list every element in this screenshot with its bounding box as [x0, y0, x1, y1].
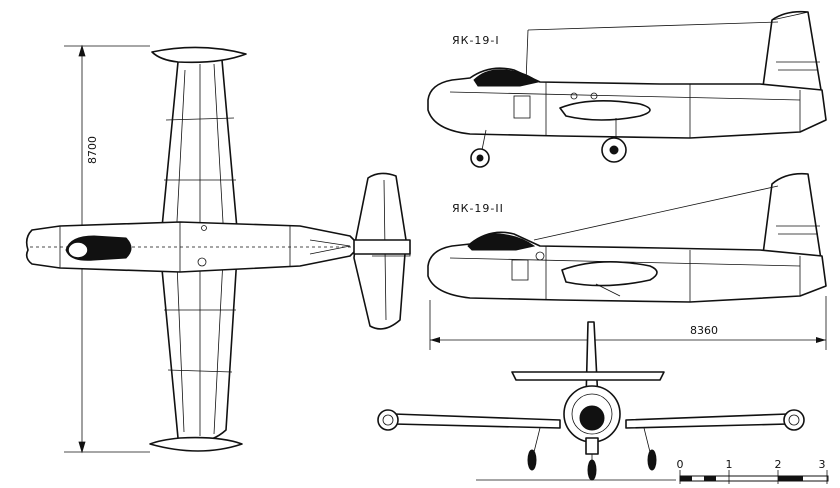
scale-bar: 0 1 2 3 [677, 458, 829, 484]
length-dimension-label: 8360 [690, 324, 718, 337]
scale-tick-3: 3 [819, 458, 826, 471]
variant-2-label: ЯК-19-II [452, 202, 504, 215]
side-view-yak19-ii [427, 172, 827, 303]
plan-view: 8700 [25, 44, 411, 454]
side-2-canopy [467, 233, 536, 251]
scale-tick-2: 2 [775, 458, 782, 471]
side-view-yak19-i [427, 10, 827, 168]
front-view [377, 321, 805, 481]
scale-tick-1: 1 [726, 458, 733, 471]
side-1-canopy [473, 69, 540, 87]
length-dimension-line [429, 296, 827, 350]
scale-tick-0: 0 [677, 458, 684, 471]
span-dimension-label: 8700 [86, 136, 99, 164]
variant-1-label: ЯК-19-I [452, 34, 500, 47]
